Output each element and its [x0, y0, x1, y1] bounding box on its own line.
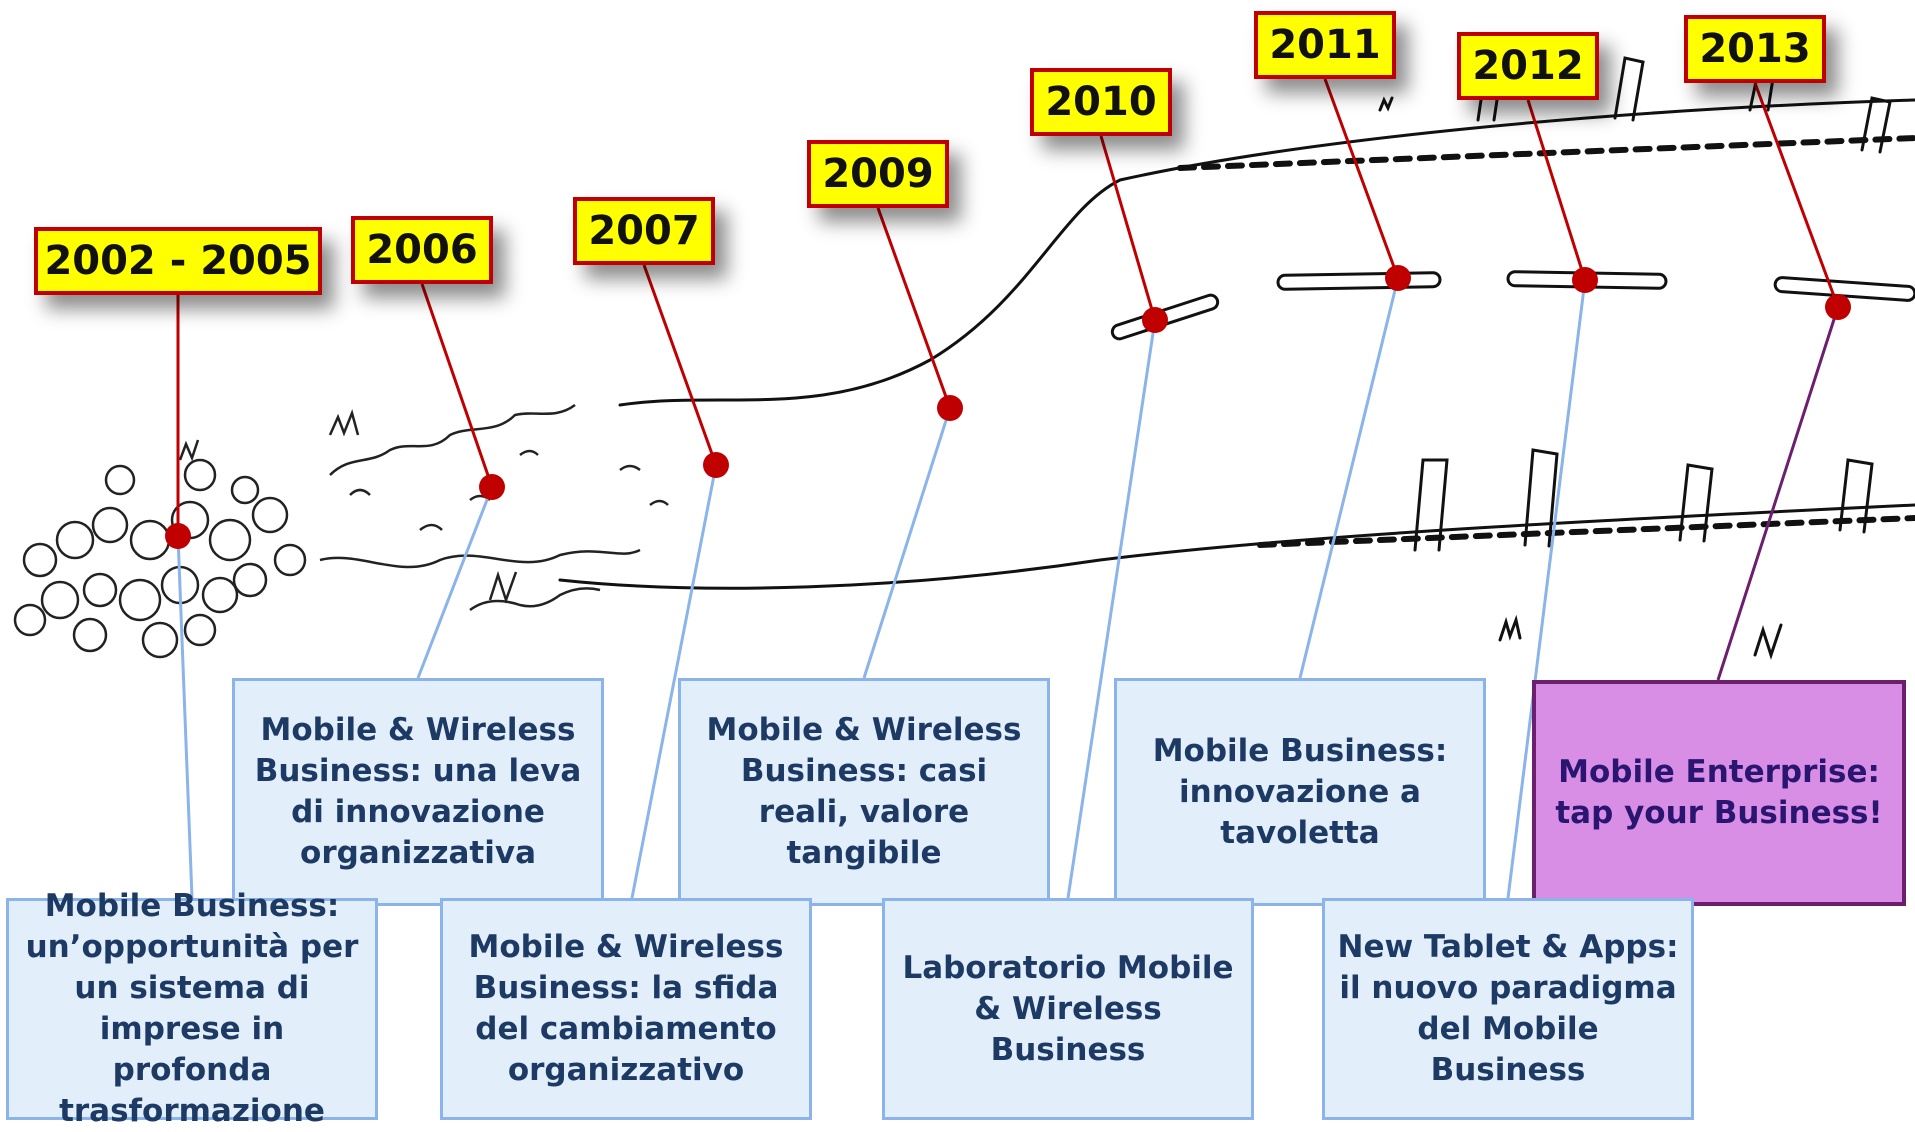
- marker-2012: [1572, 267, 1598, 293]
- connectors: [176, 78, 1840, 899]
- fence-post: [1523, 448, 1559, 548]
- bushes-sketch: [13, 403, 669, 659]
- timeline-markers: [165, 265, 1851, 549]
- event-card-2011: Mobile Business: innovazione a tavoletta: [1114, 678, 1486, 906]
- event-card-2002-2005: Mobile Business: un’opportunità per un s…: [6, 888, 378, 1129]
- connector-2010: [1099, 135, 1157, 321]
- marker-2002-2005: [165, 523, 191, 549]
- year-label-2006: 2006: [351, 216, 493, 284]
- road-bottom-edge: [558, 503, 1915, 590]
- fence-post: [1860, 96, 1892, 154]
- connector-2013: [1753, 82, 1840, 308]
- event-card-2006: Mobile & Wireless Business: una leva di …: [232, 678, 604, 906]
- year-label-2011: 2011: [1254, 11, 1396, 79]
- connector-2011: [1323, 78, 1400, 279]
- grass: [1498, 614, 1522, 642]
- year-label-2007: 2007: [573, 197, 715, 265]
- marker-2006: [479, 474, 505, 500]
- marker-2010: [1142, 307, 1168, 333]
- road-bottom-rail: [1257, 515, 1915, 548]
- year-label-2012: 2012: [1457, 32, 1599, 100]
- marker-2013: [1825, 294, 1851, 320]
- event-card-2007: Mobile & Wireless Business: la sfida del…: [440, 898, 812, 1120]
- marker-2007: [703, 452, 729, 478]
- lane-dash: [1276, 271, 1442, 291]
- event-card-2012: New Tablet & Apps: il nuovo paradigma de…: [1322, 898, 1694, 1120]
- fence-post: [1678, 463, 1714, 543]
- event-card-2009: Mobile & Wireless Business: casi reali, …: [678, 678, 1050, 906]
- grass: [1378, 96, 1394, 112]
- year-label-2013: 2013: [1684, 15, 1826, 83]
- fence-post: [1613, 56, 1645, 122]
- connector-2007: [642, 264, 718, 466]
- connector-2006: [420, 283, 494, 488]
- event-card-2013: Mobile Enterprise: tap your Business!: [1532, 680, 1906, 906]
- marker-2009: [937, 395, 963, 421]
- fence-post: [1413, 458, 1449, 552]
- road-top-edge: [618, 98, 1915, 407]
- fence-post: [1838, 458, 1874, 534]
- connector-2009: [876, 207, 952, 409]
- marker-2011: [1385, 265, 1411, 291]
- year-label-2009: 2009: [807, 140, 949, 208]
- year-label-2002-2005: 2002 - 2005: [34, 227, 322, 295]
- road-top-rail: [1177, 135, 1915, 171]
- year-label-2010: 2010: [1030, 68, 1172, 136]
- road-sketch: [558, 56, 1915, 660]
- grass: [1753, 623, 1783, 660]
- event-card-2010: Laboratorio Mobile & Wireless Business: [882, 898, 1254, 1120]
- connector-2012: [1526, 99, 1587, 281]
